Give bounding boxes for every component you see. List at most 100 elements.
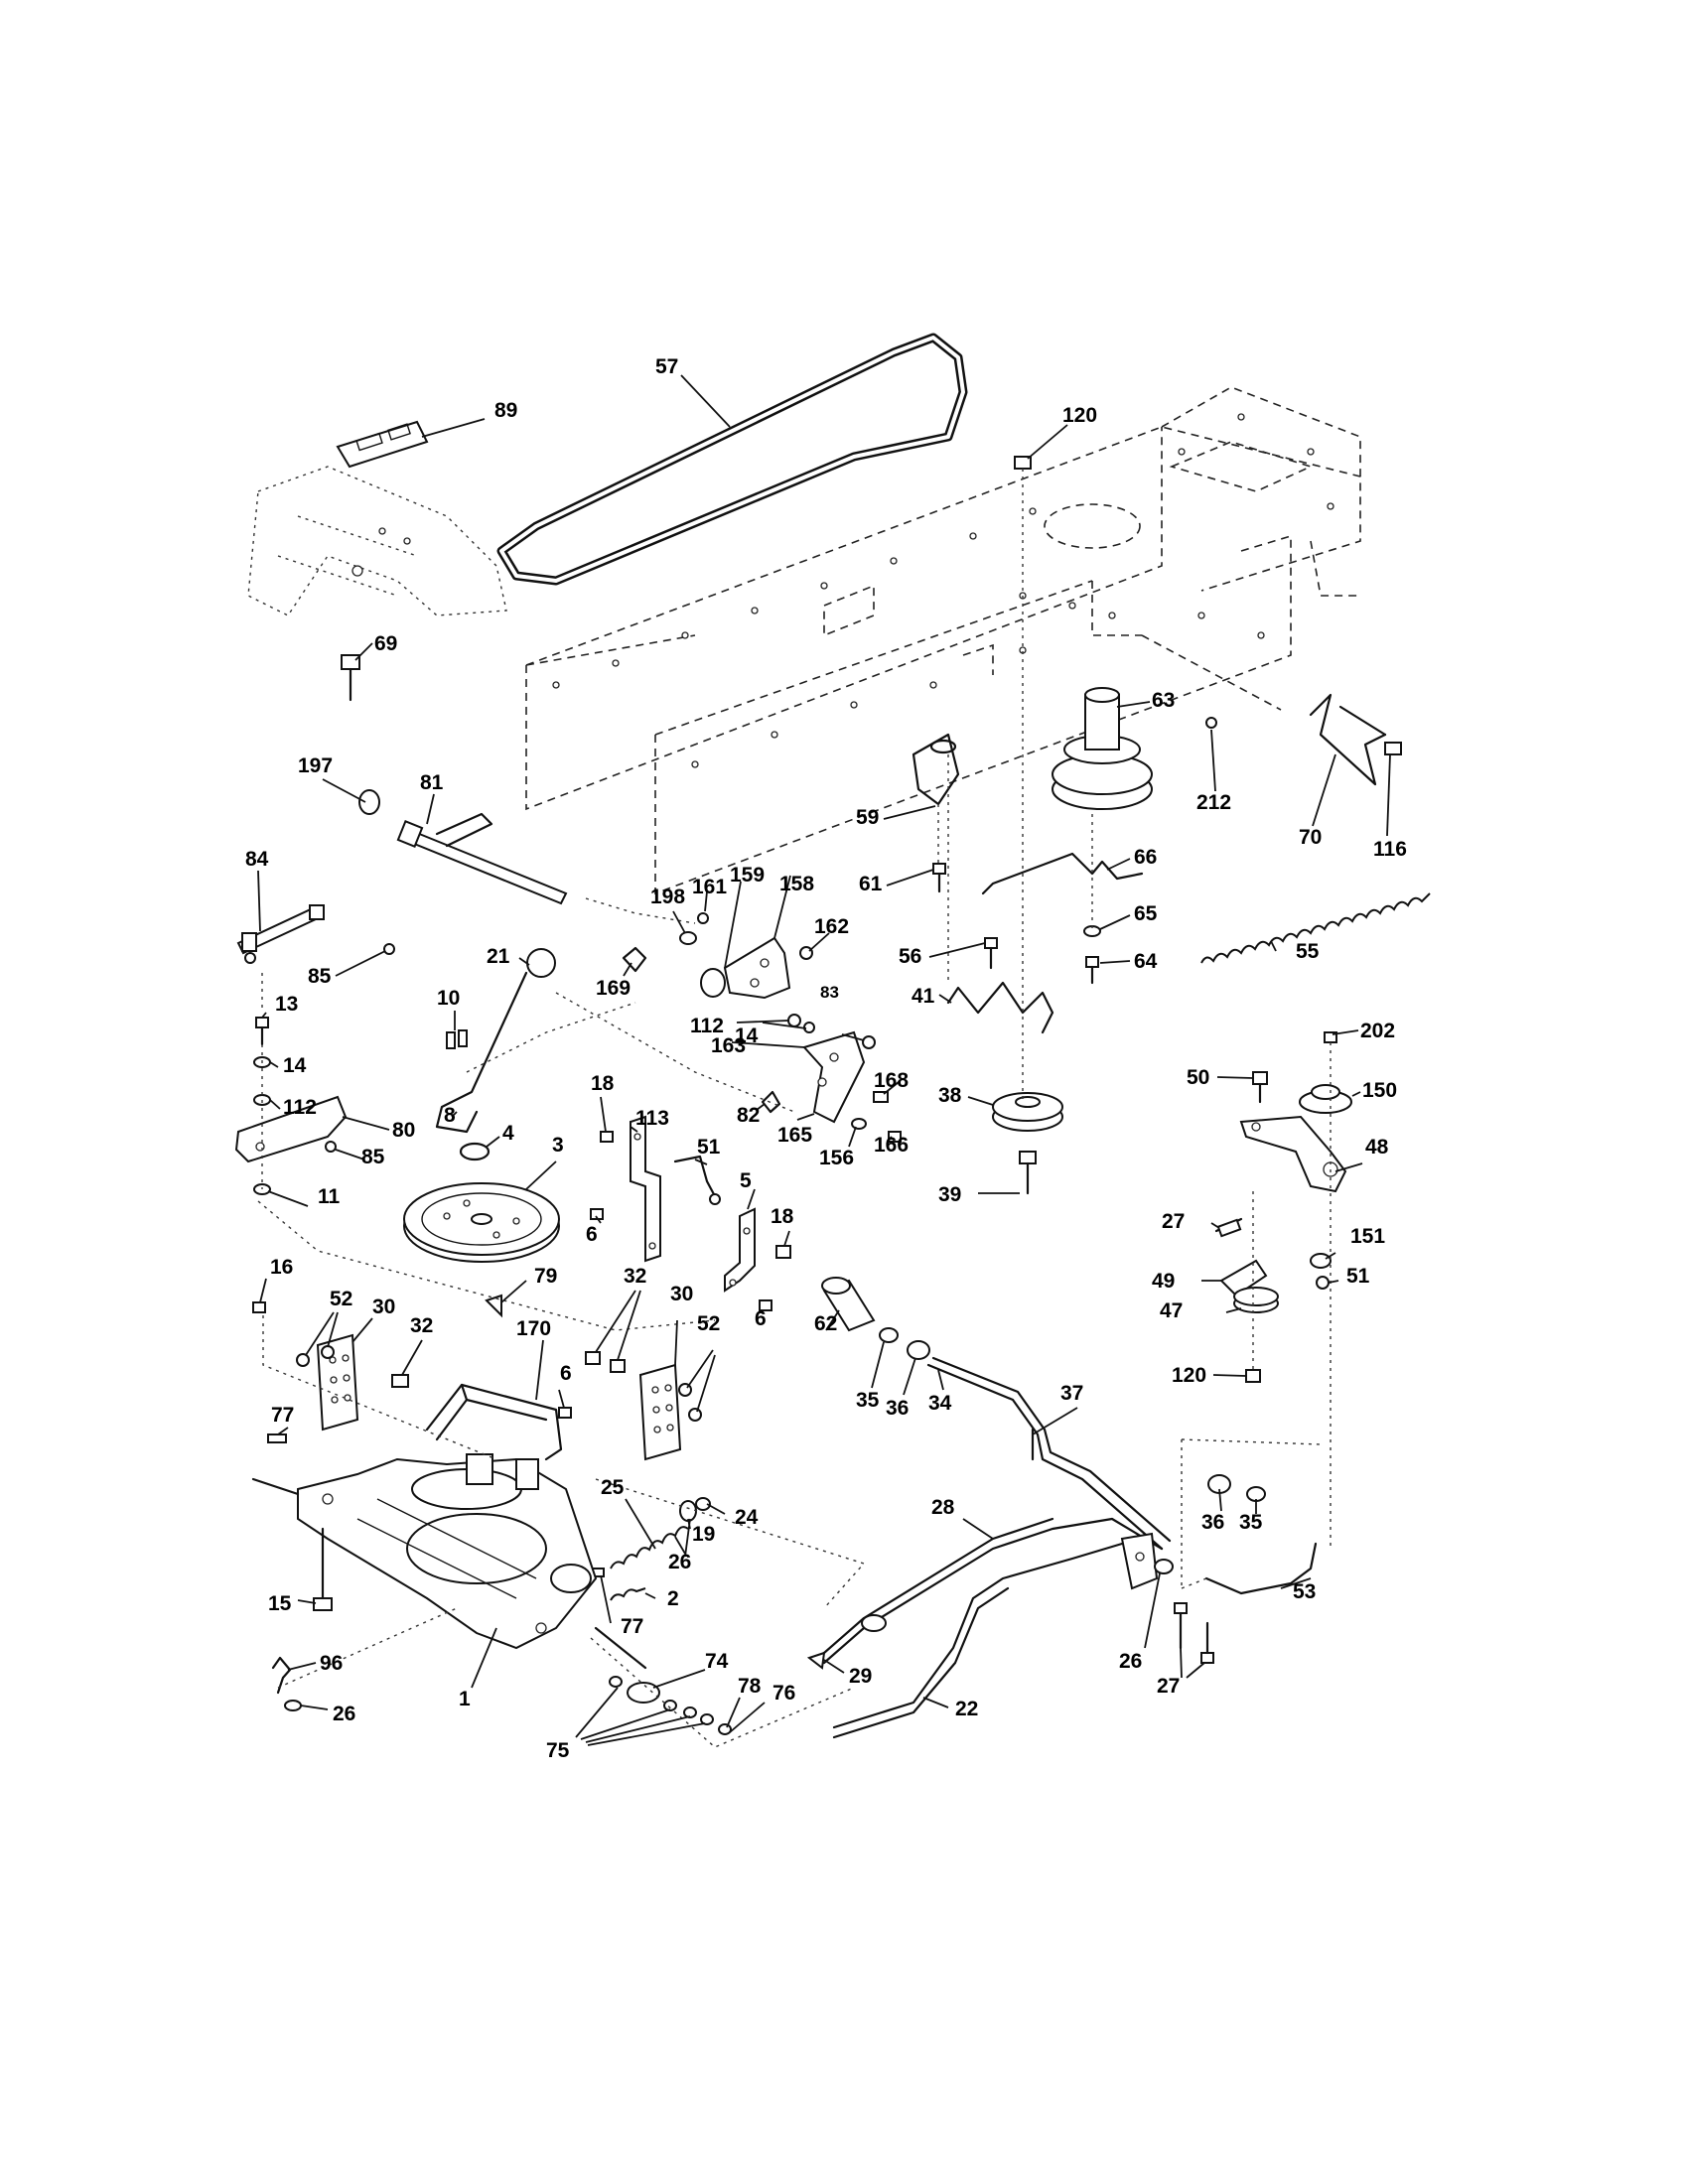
nut-51b: [1316, 1276, 1330, 1290]
nut-85a: [383, 943, 395, 955]
callout-56: 56: [899, 945, 921, 968]
callout-61: 61: [859, 873, 883, 895]
callout-51b: 51: [1346, 1265, 1370, 1288]
callout-82: 82: [737, 1104, 760, 1127]
callout-112: 112: [690, 1015, 724, 1037]
bracket-113: [600, 1115, 661, 1263]
nut-212: [1205, 717, 1217, 729]
callout-62: 62: [814, 1312, 837, 1335]
callout-3: 3: [552, 1134, 564, 1157]
callout-6: 6: [586, 1223, 598, 1246]
rod-22: [832, 1542, 1124, 1739]
screw-56: [984, 937, 998, 970]
callout-112b: 112: [283, 1096, 317, 1119]
washer-198: [679, 931, 697, 945]
callout-52: 52: [330, 1288, 352, 1310]
callout-29: 29: [849, 1665, 872, 1688]
bracket-5: [724, 1207, 791, 1293]
pin-96: [271, 1656, 292, 1695]
callout-11: 11: [318, 1185, 341, 1208]
callout-35: 35: [856, 1389, 880, 1412]
callout-55: 55: [1296, 940, 1320, 963]
callout-26c: 26: [333, 1703, 355, 1725]
idler-arm-48: [1214, 1031, 1352, 1549]
callout-37: 37: [1060, 1382, 1083, 1405]
clip-169: [622, 946, 647, 973]
screw-61: [932, 863, 946, 893]
nut-120-top: [1014, 456, 1032, 596]
callout-158: 158: [779, 873, 814, 895]
callout-28: 28: [931, 1496, 955, 1519]
chassis-frame: [525, 386, 1361, 895]
rod-41: [946, 981, 1054, 1034]
leader-lines: [257, 374, 1391, 1746]
bushing-159: [700, 968, 726, 998]
callout-170: 170: [516, 1317, 551, 1340]
callout-53: 53: [1293, 1580, 1316, 1603]
bracket-assembly-158: [679, 912, 813, 1000]
bracket-49: [1219, 1259, 1268, 1297]
bolt-168: [873, 1091, 889, 1103]
callout-77b: 77: [621, 1615, 643, 1638]
screw-166: [888, 1131, 902, 1143]
callout-75: 75: [546, 1739, 570, 1762]
frame-holes: [552, 413, 1334, 768]
callout-21: 21: [487, 945, 510, 968]
axle-parts-74-76: [609, 1676, 732, 1735]
callout-79: 79: [534, 1265, 557, 1288]
callout-14b: 14: [283, 1054, 307, 1077]
screw-6b: [759, 1299, 772, 1311]
callout-202: 202: [1360, 1020, 1395, 1042]
callout-168: 168: [874, 1069, 909, 1092]
callout-51: 51: [697, 1136, 721, 1159]
callout-81: 81: [420, 771, 444, 794]
callout-159: 159: [730, 864, 765, 887]
bushing-62: [821, 1277, 876, 1332]
washer-26a: [284, 1700, 302, 1711]
callout-14: 14: [735, 1024, 759, 1047]
callout-47: 47: [1160, 1299, 1183, 1322]
nut-51a: [709, 1193, 721, 1205]
rod-66: [981, 852, 1144, 895]
callout-30: 30: [372, 1296, 395, 1318]
rod-53: [1204, 1542, 1318, 1595]
key-79: [485, 1294, 502, 1318]
callout-13: 13: [275, 993, 298, 1016]
rod-70: [1309, 693, 1402, 786]
nut-16: [252, 1301, 266, 1313]
bracket-170: [425, 1383, 563, 1461]
bolt-116: [1384, 742, 1402, 755]
callout-18b: 18: [771, 1205, 794, 1228]
callout-70: 70: [1299, 826, 1322, 849]
mount-plate-30b: [638, 1363, 682, 1461]
callout-57: 57: [655, 355, 678, 378]
callout-84: 84: [245, 848, 269, 871]
nut-85b: [325, 1141, 337, 1153]
callout-6b: 6: [755, 1307, 767, 1330]
washer-35b: [1246, 1486, 1266, 1502]
pulley-38: [992, 1092, 1063, 1132]
callout-150: 150: [1362, 1079, 1397, 1102]
callout-34: 34: [928, 1392, 952, 1415]
callout-198: 198: [650, 886, 685, 908]
bolt-15: [313, 1527, 333, 1611]
pedal-plate: [336, 420, 429, 469]
callout-74: 74: [705, 1650, 729, 1673]
assembly-centerlines: [257, 596, 1322, 1748]
hook-59: [912, 733, 960, 864]
callout-5: 5: [740, 1169, 752, 1192]
callout-26: 26: [668, 1551, 691, 1573]
screw-64: [1085, 956, 1099, 985]
callout-85: 85: [308, 965, 332, 988]
callout-166: 166: [874, 1134, 909, 1157]
callout-151: 151: [1350, 1225, 1385, 1248]
washer-36a: [907, 1340, 930, 1360]
bolt-13: [255, 1017, 269, 1028]
nut-83: [862, 1035, 876, 1049]
spring-51a: [673, 1155, 717, 1198]
transaxle-1: [251, 1453, 647, 1670]
callout-27: 27: [1162, 1210, 1185, 1233]
callout-116: 116: [1373, 838, 1407, 861]
callout-85b: 85: [361, 1146, 385, 1168]
